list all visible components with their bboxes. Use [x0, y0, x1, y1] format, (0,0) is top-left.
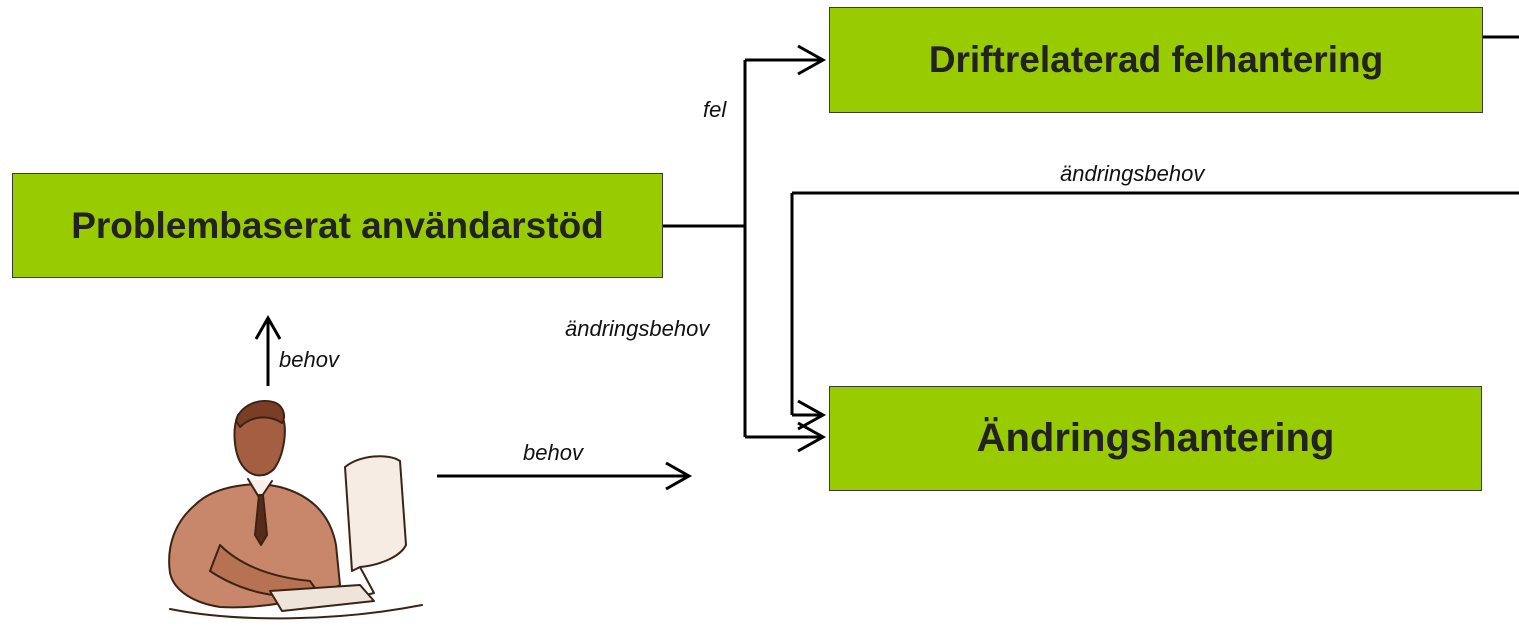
operational-fault-box: Driftrelaterad felhantering	[829, 7, 1483, 113]
arrowhead-behov-up	[254, 314, 282, 340]
edge-label-behov-up: behov	[279, 347, 339, 372]
edge-label-andringsbehov-top: ändringsbehov	[1060, 161, 1205, 186]
problem-support-label: Problembaserat användarstöd	[71, 204, 604, 246]
edge-label-andringsbehov-left: ändringsbehov	[565, 316, 710, 341]
operational-fault-label: Driftrelaterad felhantering	[928, 39, 1384, 80]
hair-shape	[235, 400, 285, 428]
change-management-label: Ändringshantering	[976, 416, 1335, 460]
arrowhead-andring-upper	[797, 399, 827, 431]
monitor-shape	[344, 455, 407, 572]
change-management-box: Ändringshantering	[829, 386, 1482, 491]
tie-shape	[254, 494, 268, 546]
user-at-computer-illustration	[168, 400, 423, 620]
desk-line	[169, 604, 423, 620]
arrowhead-andring-lower	[797, 421, 827, 453]
edge-label-fel: fel	[703, 97, 727, 122]
edge-label-behov-right: behov	[523, 440, 583, 465]
problem-support-box: Problembaserat användarstöd	[12, 173, 663, 278]
arrowhead-behov-right	[665, 461, 693, 491]
keyboard-shape	[269, 584, 375, 612]
arrowhead-drift	[797, 44, 827, 76]
